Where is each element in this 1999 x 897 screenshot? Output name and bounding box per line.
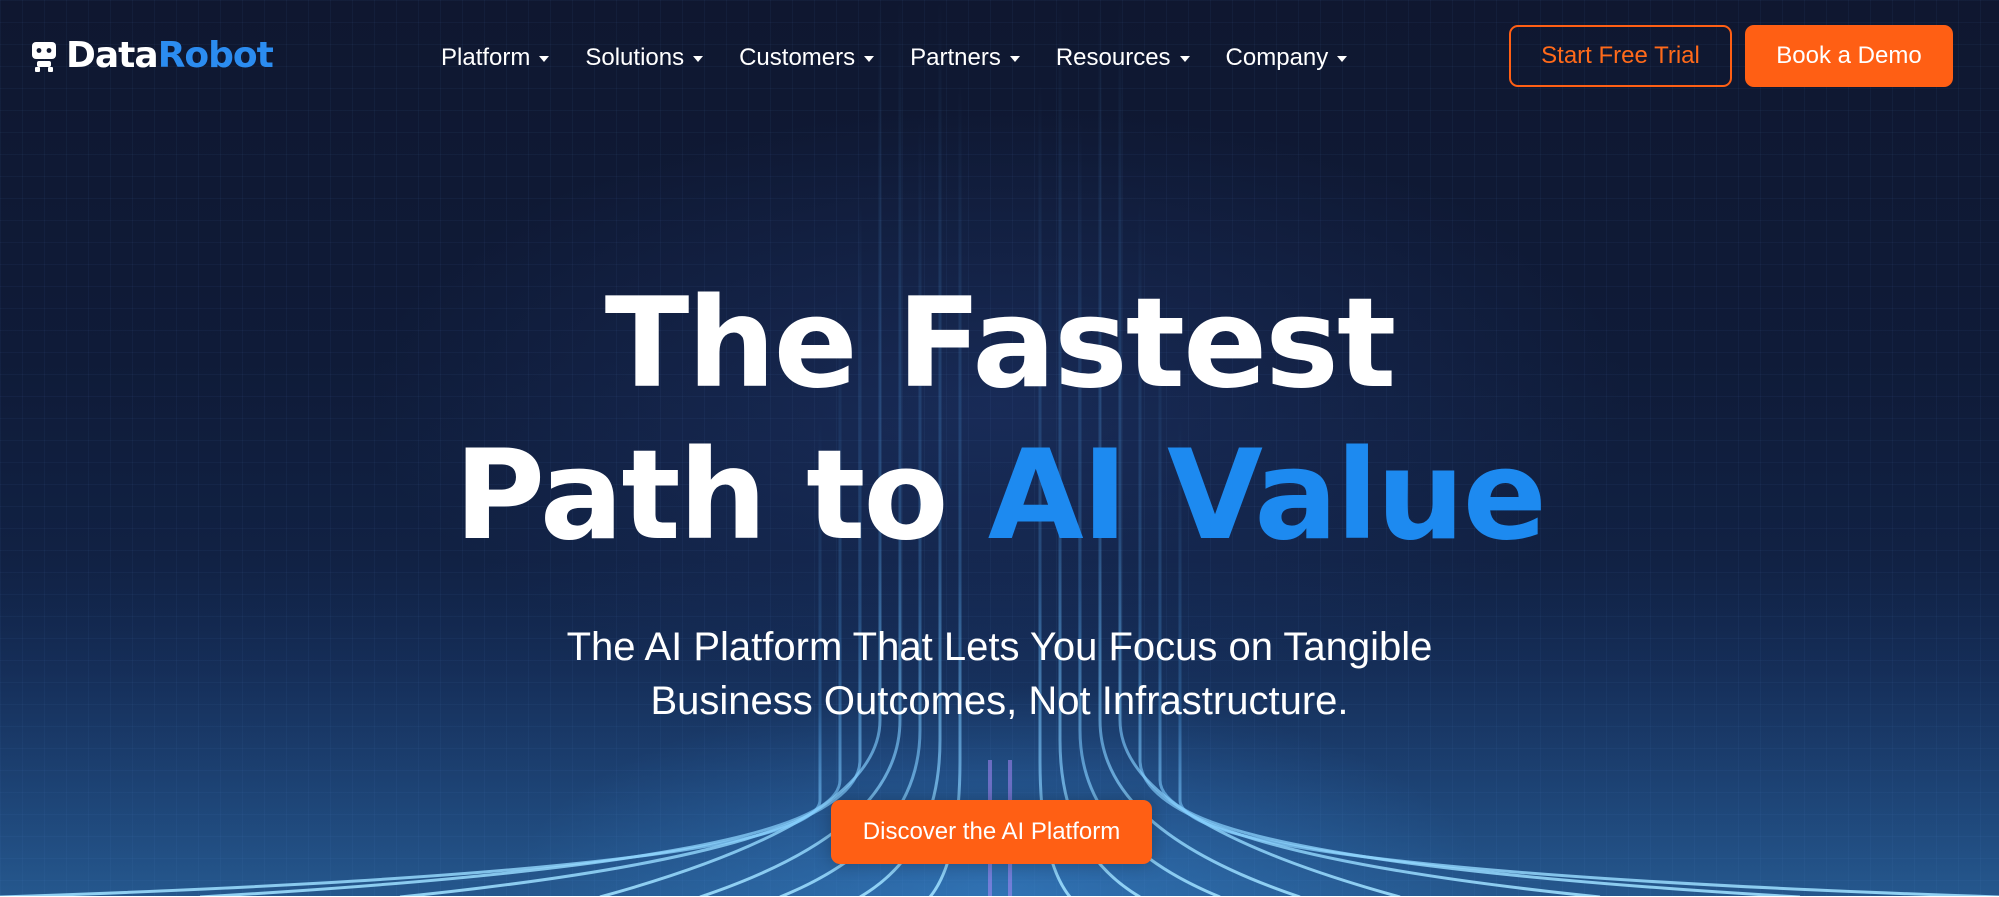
robot-icon [32,42,56,72]
headline-line-1: The Fastest [604,272,1397,416]
nav-item-platform[interactable]: Platform [441,44,550,72]
datarobot-logo[interactable]: DataRobot [30,35,274,76]
hero-headline: The Fastest Path to AI Value [0,268,1999,572]
nav-item-label: Customers [739,44,856,71]
headline-accent-text: AI Value [987,424,1547,568]
nav-item-solutions[interactable]: Solutions [585,44,704,72]
nav-item-partners[interactable]: Partners [910,44,1020,72]
subheading-line-1: The AI Platform That Lets You Focus on T… [566,625,1433,669]
subheading-line-2: Business Outcomes, Not Infrastructure. [650,679,1349,723]
nav-item-label: Platform [441,44,531,71]
main-nav: Platform Solutions Customers Partners Re… [441,40,1383,76]
discover-platform-button[interactable]: Discover the AI Platform [831,800,1152,864]
logo-wordmark: DataRobot [66,35,274,76]
nav-item-label: Solutions [585,44,685,71]
chevron-down-icon [864,56,875,62]
nav-item-label: Partners [910,44,1001,71]
book-demo-button[interactable]: Book a Demo [1745,25,1953,87]
nav-item-label: Company [1225,44,1329,71]
hero-subheading: The AI Platform That Lets You Focus on T… [0,620,1999,728]
headline-line-2: Path to AI Value [0,420,1999,572]
chevron-down-icon [539,56,550,62]
nav-item-company[interactable]: Company [1226,44,1348,72]
chevron-down-icon [1009,56,1020,62]
start-free-trial-button[interactable]: Start Free Trial [1509,25,1732,87]
nav-item-label: Resources [1055,44,1171,71]
headline-plain-text: Path to [454,424,988,568]
chevron-down-icon [693,56,704,62]
chevron-down-icon [1179,56,1190,62]
chevron-down-icon [1337,56,1348,62]
nav-item-resources[interactable]: Resources [1056,44,1190,72]
nav-item-customers[interactable]: Customers [739,44,875,72]
